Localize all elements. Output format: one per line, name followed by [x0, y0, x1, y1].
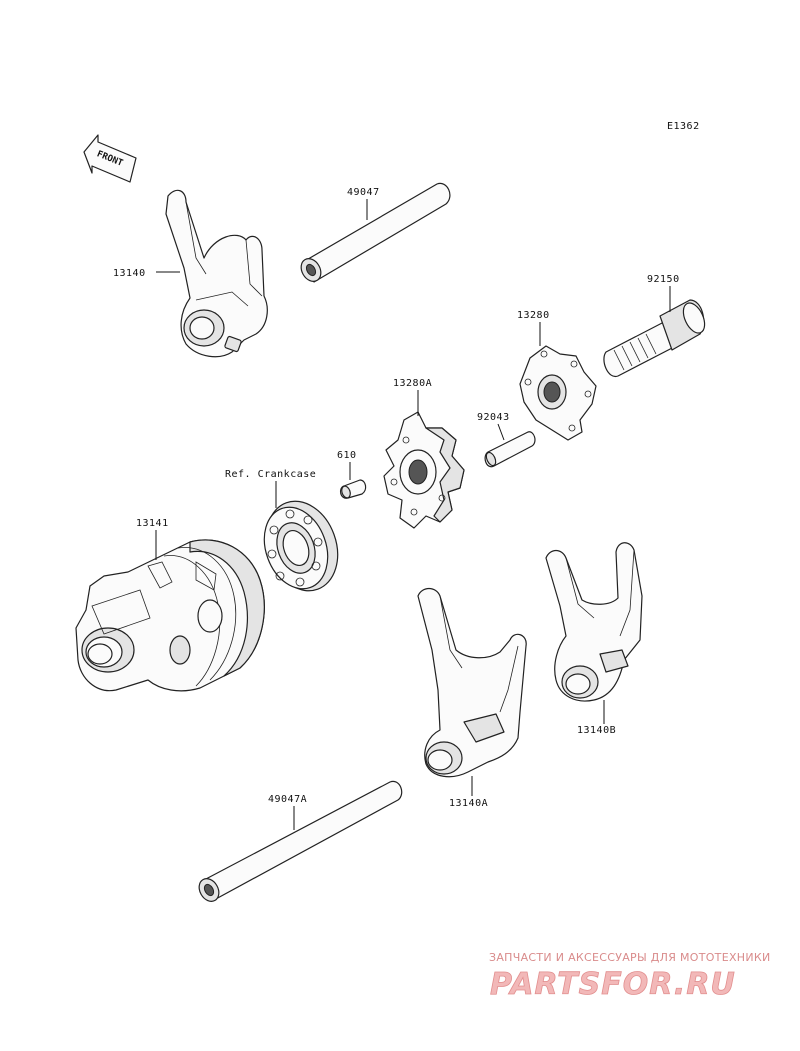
shift-rod-49047a — [198, 780, 403, 902]
pin-holder-plate-13280 — [519, 345, 597, 441]
label-ref-crankcase: Ref. Crankcase — [225, 469, 316, 480]
dowel-pin-610 — [339, 479, 367, 499]
pin-92043 — [484, 431, 536, 468]
shift-fork-13140 — [165, 189, 268, 358]
label-610: 610 — [337, 450, 357, 461]
label-92150: 92150 — [647, 274, 680, 285]
label-13141: 13141 — [136, 518, 169, 529]
diagram-code: E1362 — [667, 121, 700, 132]
watermark-brand: PARTSFOR.RU — [490, 967, 736, 1002]
front-arrow-icon: FRONT — [83, 134, 137, 183]
label-49047a: 49047A — [268, 794, 307, 805]
shift-fork-13140a — [417, 587, 527, 778]
label-92043: 92043 — [477, 412, 510, 423]
label-49047: 49047 — [347, 187, 380, 198]
label-13140a: 13140A — [449, 798, 488, 809]
watermark-caption: ЗАПЧАСТИ И АКСЕССУАРЫ ДЛЯ МОТОТЕХНИКИ — [489, 951, 771, 964]
bearing-ref-crankcase — [263, 500, 339, 592]
label-13140b: 13140B — [577, 725, 616, 736]
label-13280: 13280 — [517, 310, 550, 321]
label-13140: 13140 — [113, 268, 146, 279]
shift-fork-13140b — [545, 542, 643, 702]
label-13280a: 13280A — [393, 378, 432, 389]
pin-holder-13280a — [383, 411, 465, 529]
shift-drum-13141 — [75, 539, 265, 692]
bolt-92150 — [603, 299, 706, 378]
shift-rod-49047 — [300, 182, 451, 283]
